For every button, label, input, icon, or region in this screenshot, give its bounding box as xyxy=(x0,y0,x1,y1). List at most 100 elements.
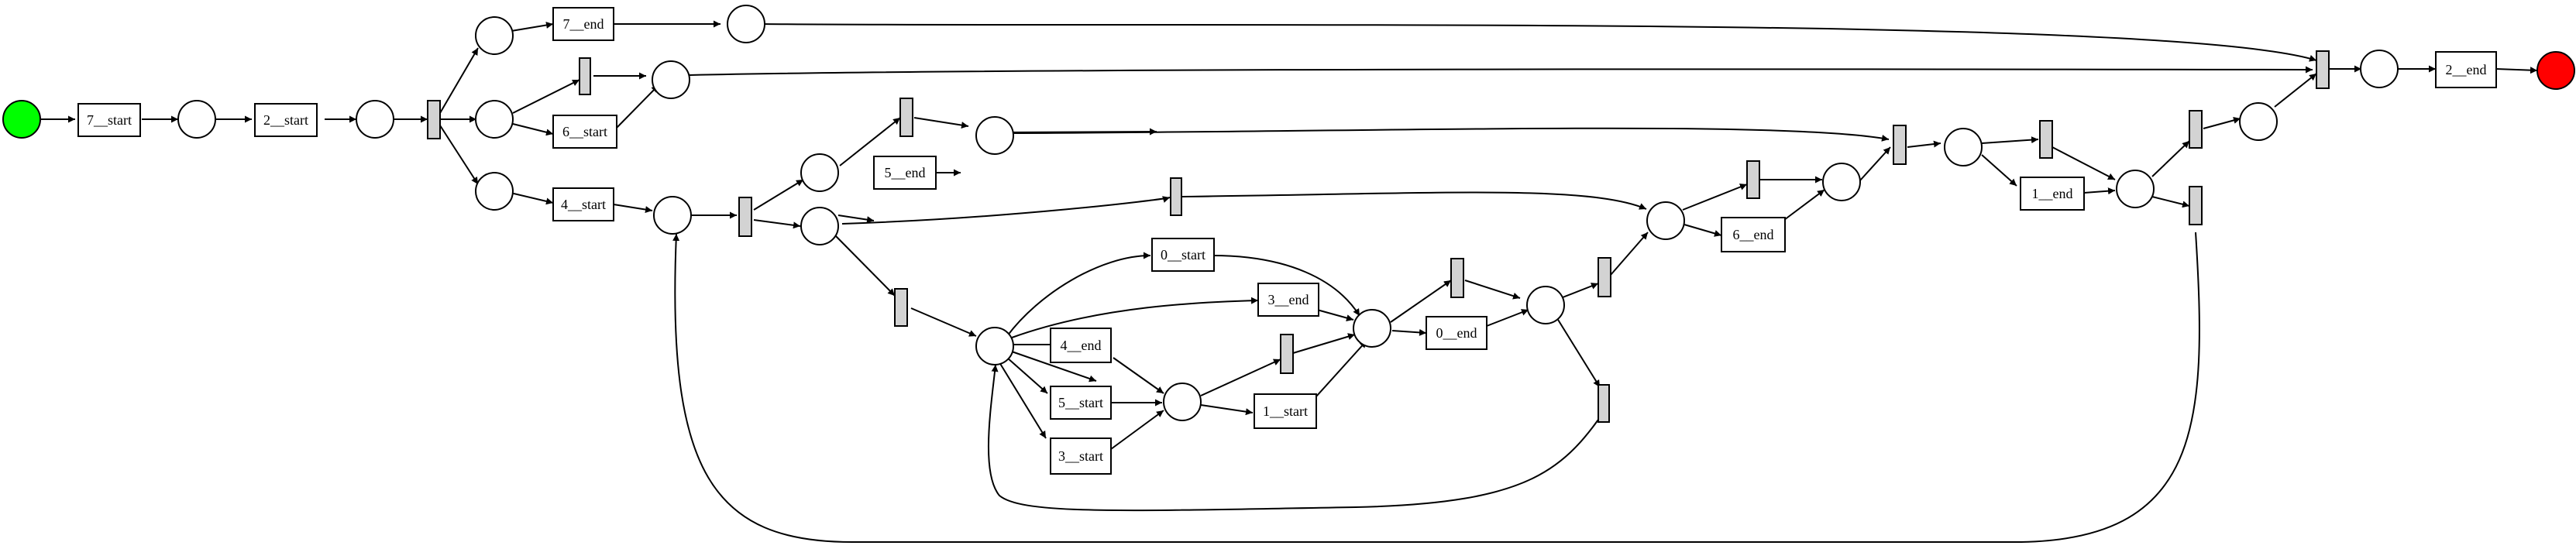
silent-transition xyxy=(1893,125,1907,165)
place xyxy=(1822,163,1861,201)
arcs xyxy=(40,20,2538,543)
transition-0-end: 0__end xyxy=(1426,316,1487,350)
arc xyxy=(1316,309,1354,321)
arc xyxy=(512,79,580,114)
sink-place xyxy=(2536,51,2575,90)
arc xyxy=(1292,333,1356,354)
silent-transition xyxy=(2039,120,2053,159)
transition-label: 6__end xyxy=(1733,227,1774,242)
arc xyxy=(1486,309,1529,327)
arc xyxy=(1684,224,1722,237)
arc xyxy=(753,179,804,211)
silent-transition xyxy=(899,98,913,137)
silent-transition xyxy=(427,100,441,139)
arc xyxy=(999,362,1047,439)
transition-6-start: 6__start xyxy=(552,115,617,149)
arc xyxy=(1316,340,1367,397)
place xyxy=(652,60,690,99)
transition-label: 5__end xyxy=(885,165,926,180)
transition-label: 1__end xyxy=(2032,186,2073,201)
transition-label: 7__start xyxy=(87,112,132,128)
transition-label: 0__end xyxy=(1436,325,1477,341)
place xyxy=(1163,383,1202,421)
transition-1-end: 1__end xyxy=(2020,177,2085,211)
transition-4-start: 4__start xyxy=(552,187,614,221)
arc xyxy=(2052,146,2116,180)
place xyxy=(356,100,394,139)
silent-transition xyxy=(1746,160,1760,199)
arc xyxy=(1464,280,1521,300)
arc xyxy=(1981,154,2017,187)
arc xyxy=(753,219,801,229)
arc xyxy=(839,117,901,166)
place xyxy=(653,196,692,235)
arc xyxy=(1390,280,1452,323)
place xyxy=(2360,50,2399,88)
arc xyxy=(2203,117,2241,129)
arc xyxy=(1391,328,1427,336)
transition-5-end: 5__end xyxy=(873,156,937,190)
transition-4-end: 4__end xyxy=(1050,328,1112,363)
place xyxy=(800,207,839,245)
transition-7-start: 7__start xyxy=(77,103,141,137)
arc xyxy=(1981,136,2039,144)
arc xyxy=(1011,297,1259,338)
arc xyxy=(1682,184,1748,211)
arc xyxy=(762,23,2317,62)
arc xyxy=(2083,187,2116,195)
silent-transition xyxy=(2316,50,2330,89)
place xyxy=(475,100,514,139)
place xyxy=(475,172,514,211)
transition-label: 6__start xyxy=(562,124,607,139)
arc xyxy=(672,232,2200,543)
arc xyxy=(1558,283,1599,300)
arc xyxy=(1555,315,1601,388)
silent-transition xyxy=(894,288,908,327)
arc xyxy=(439,47,479,114)
arc xyxy=(1907,140,1941,148)
arc xyxy=(689,66,2313,76)
arc xyxy=(1200,359,1281,396)
arc xyxy=(910,307,977,337)
arc xyxy=(510,192,554,205)
arc xyxy=(1006,252,1151,337)
arc xyxy=(1110,410,1164,450)
silent-transition xyxy=(1170,177,1182,216)
transition-label: 5__start xyxy=(1058,395,1103,410)
arc xyxy=(841,196,1171,225)
arc xyxy=(1783,189,1825,221)
arc xyxy=(2151,196,2190,208)
place xyxy=(2116,170,2155,208)
silent-transition xyxy=(579,57,591,95)
source-place xyxy=(2,100,41,139)
arc xyxy=(1011,351,1097,383)
arc xyxy=(2274,73,2317,108)
transition-label: 3__end xyxy=(1268,292,1309,307)
transition-3-start: 3__start xyxy=(1050,437,1112,475)
silent-transition xyxy=(2189,110,2203,149)
place xyxy=(1526,286,1565,324)
transition-1-start: 1__start xyxy=(1254,393,1317,429)
place xyxy=(975,116,1014,155)
silent-transition xyxy=(1598,384,1610,423)
transition-label: 2__start xyxy=(263,112,308,128)
place xyxy=(1353,309,1391,348)
transition-2-end: 2__end xyxy=(2435,51,2497,88)
arc xyxy=(987,364,1610,512)
arc xyxy=(613,204,653,214)
place xyxy=(800,153,839,192)
transition-label: 3__start xyxy=(1058,448,1103,464)
place xyxy=(475,16,514,55)
transition-label: 1__start xyxy=(1263,403,1308,419)
arc xyxy=(1181,191,1647,210)
transition-label: 4__end xyxy=(1061,338,1102,353)
silent-transitions xyxy=(427,50,2330,423)
arc xyxy=(913,117,969,129)
arc xyxy=(2495,67,2538,74)
arc xyxy=(511,22,554,32)
place xyxy=(1944,128,1983,166)
place xyxy=(1646,201,1685,240)
transition-7-end: 7__end xyxy=(552,7,614,41)
arc xyxy=(439,125,479,185)
